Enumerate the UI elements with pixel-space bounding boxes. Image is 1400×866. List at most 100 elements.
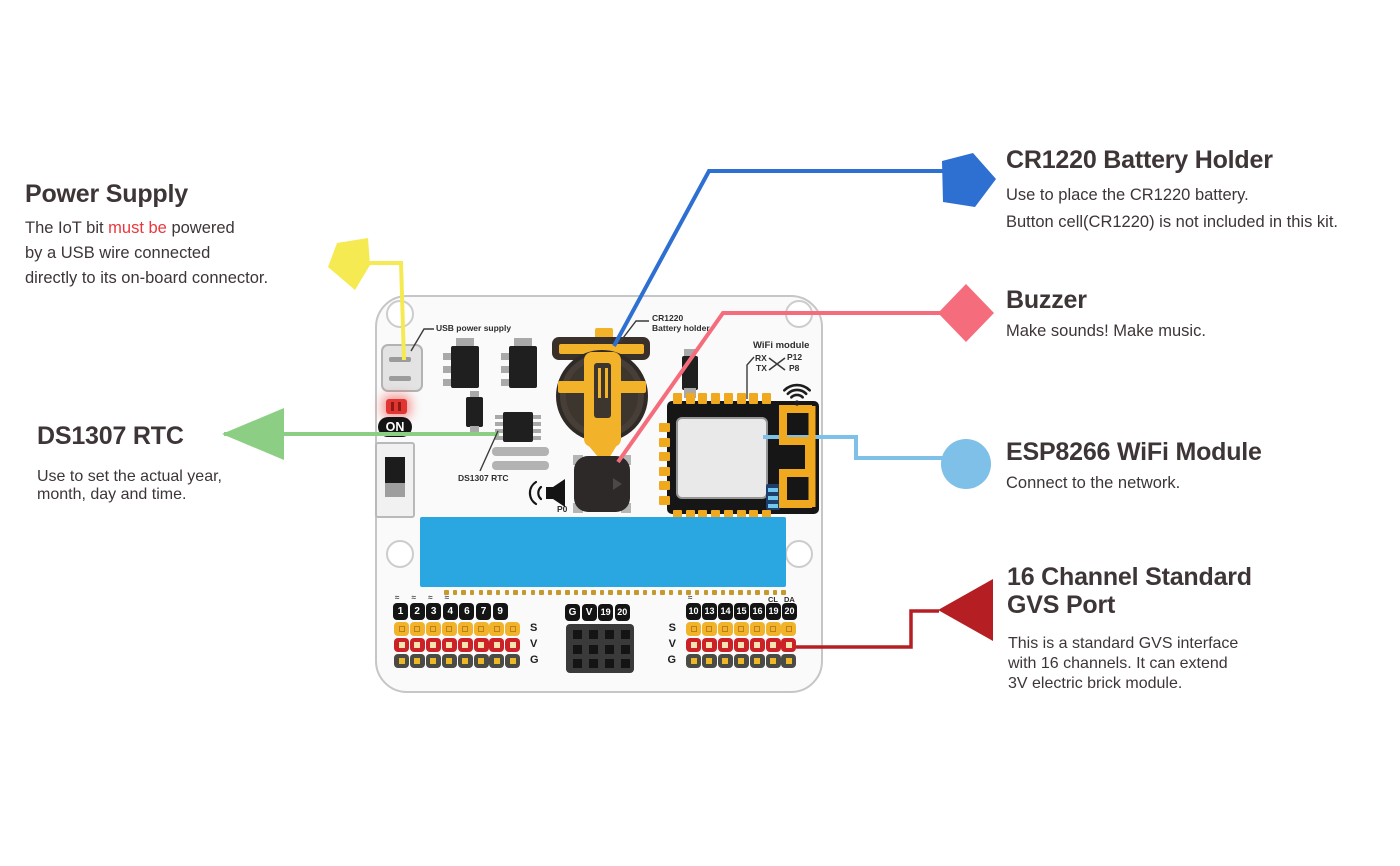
gvs-pin-g	[394, 654, 409, 668]
rtc-chip-leg	[495, 436, 503, 440]
gvs-line2: with 16 channels. It can extend	[1008, 655, 1228, 672]
edge-contact-pin	[729, 590, 734, 595]
edge-contact-pin	[565, 590, 570, 595]
esp8266-title: ESP8266 WiFi Module	[1006, 438, 1262, 466]
edge-contact-pin	[677, 590, 683, 595]
edge-contact-pin	[487, 590, 492, 595]
regulator-leg	[501, 366, 509, 373]
esp8266-pin	[673, 510, 682, 521]
gvs-pin-g	[781, 654, 797, 668]
edge-contact-pin	[651, 590, 657, 595]
mounting-hole	[785, 300, 813, 328]
cr1220-line2: Button cell(CR1220) is not included in t…	[1006, 213, 1338, 231]
power-supply-line3: directly to its on-board connector.	[25, 269, 269, 287]
gvs-pin-s	[686, 622, 701, 636]
esp8266-pin	[659, 466, 670, 476]
female-header-hole	[605, 659, 614, 668]
gvs-marker	[938, 579, 993, 641]
gvs-pin-v	[394, 638, 409, 652]
pwm-mark: ≈	[688, 593, 693, 602]
power-led-detail	[398, 402, 401, 411]
power-supply-line1-pre: The IoT bit	[25, 219, 109, 237]
center-header-badge: V	[581, 604, 597, 621]
esp8266-pin	[685, 393, 695, 404]
regulator-leg	[501, 379, 509, 386]
usb-silkscreen-label: USB power supply	[436, 323, 512, 333]
esp8266-pin	[685, 510, 695, 521]
gvs-pin-v	[686, 638, 701, 652]
buzzer-description: Make sounds! Make music.	[1006, 322, 1206, 340]
esp8266-component-stripe	[768, 488, 778, 492]
row-label-g: G	[530, 654, 539, 666]
row-label-s: S	[530, 622, 538, 634]
pwm-mark: ≈	[428, 593, 433, 602]
row-label-g: G	[667, 654, 676, 666]
rtc-silkscreen-label: DS1307 RTC	[458, 473, 509, 483]
ds1307-line2: month, day and time.	[37, 486, 187, 503]
edge-contact-pin	[764, 590, 769, 595]
gvs-pin-g	[749, 654, 765, 668]
pin-number-badge: 9	[492, 603, 508, 620]
esp8266-pin	[723, 510, 733, 521]
pin-number-badge: 19	[766, 603, 781, 620]
pin-number-badge: 3	[426, 603, 442, 620]
mounting-hole	[386, 540, 414, 568]
rtc-chip	[503, 412, 533, 442]
gvs-pin-g	[717, 654, 733, 668]
gvs-pin-v	[409, 638, 425, 652]
gvs-title: 16 Channel Standard GVS Port	[1007, 563, 1252, 619]
voltage-regulator	[451, 346, 479, 388]
buzzer-title: Buzzer	[1006, 286, 1087, 314]
esp8266-pin	[659, 452, 670, 462]
diode	[682, 356, 698, 390]
gvs-pin-g	[425, 654, 441, 668]
pin-number-badge: 13	[702, 603, 717, 620]
on-label: ON	[378, 417, 412, 437]
power-switch-handle[interactable]	[385, 457, 405, 483]
edge-contact-pin	[513, 590, 518, 595]
esp8266-component-stripe	[768, 504, 778, 508]
pwm-mark: ≈	[444, 593, 450, 602]
edge-contact-pin	[694, 590, 700, 595]
power-led	[386, 399, 407, 414]
edge-contact-pin	[452, 590, 458, 595]
pin-number-badge: 14	[718, 603, 733, 620]
gvs-pin-v	[765, 638, 781, 652]
gvs-pin-g	[701, 654, 717, 668]
female-header-hole	[573, 659, 582, 668]
power-supply-line1-post: powered	[166, 219, 235, 237]
gvs-pin-v	[701, 638, 717, 652]
usb-slot	[389, 376, 411, 381]
edge-contact-pin	[781, 590, 786, 595]
female-header-hole	[573, 644, 582, 654]
gvs-pin-v	[749, 638, 765, 652]
esp8266-pin	[698, 393, 708, 404]
pin-number-badge: 20	[782, 603, 797, 620]
esp8266-pin	[723, 393, 733, 404]
gvs-pin-s	[749, 622, 765, 636]
edge-contact-pin	[755, 590, 760, 595]
gvs-title-line2: GVS Port	[1007, 591, 1116, 619]
power-supply-line2: by a USB wire connected	[25, 244, 211, 262]
female-header-hole	[589, 644, 598, 654]
regulator-leg	[443, 353, 451, 360]
center-header-badge: 19	[598, 604, 614, 621]
edge-contact-pin	[668, 590, 674, 595]
row-label-v: V	[530, 638, 538, 650]
regulator-leg	[443, 379, 451, 386]
rx-label: RX	[755, 353, 767, 363]
cr1220-line1: Use to place the CR1220 battery.	[1006, 186, 1249, 204]
power-led-detail	[391, 402, 394, 411]
battery-clip-arm	[558, 381, 588, 393]
pin-number-badge: 15	[734, 603, 749, 620]
esp8266-pin	[659, 496, 670, 505]
gvs-pin-s	[409, 622, 425, 636]
esp8266-pin	[736, 510, 746, 521]
female-header-hole	[589, 630, 598, 639]
edge-contact-pin	[521, 590, 527, 595]
edge-contact-pin	[703, 590, 708, 595]
ds1307-line1: Use to set the actual year,	[37, 468, 222, 485]
transistor	[466, 397, 483, 427]
wifi-module-silkscreen-label: WiFi module	[753, 340, 810, 351]
